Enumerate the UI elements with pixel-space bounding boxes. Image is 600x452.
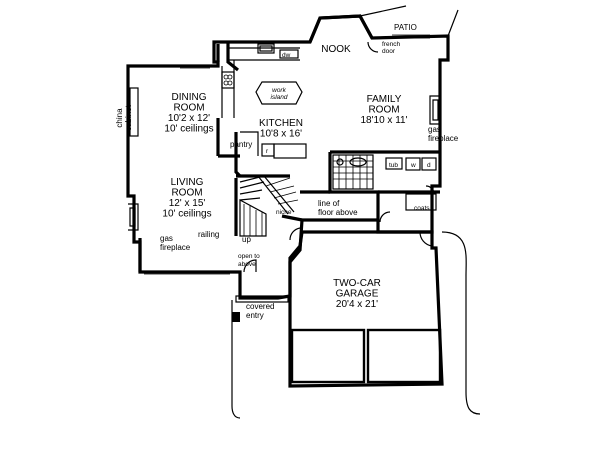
label-patio: PATIO [394, 23, 417, 32]
label-railing: railing [198, 230, 219, 239]
work-island [255, 81, 303, 105]
label-coats: coats [414, 205, 430, 212]
label-work-island-line-2: island [271, 94, 288, 101]
stairs [239, 175, 299, 237]
label-family-room-line-2: ROOM [368, 105, 399, 116]
label-work-island-line-1: work [272, 87, 286, 94]
patio-outline [231, 5, 481, 419]
label-line-of-floor-above-line-1: line of [318, 199, 340, 208]
china-cabinet [129, 87, 139, 137]
label-gas-fireplace-left-line-2: fireplace [160, 243, 191, 252]
label-two-car-garage-line-1: TWO-CAR [333, 278, 381, 289]
label-open-to-above-line-1: open to [238, 253, 260, 260]
label-china-cabinet-line-2: cabinet [124, 104, 133, 131]
label-dining-room-line-4: 10' ceilings [164, 124, 213, 135]
label-pantry: pantry [230, 140, 252, 149]
label-up: up [242, 235, 251, 244]
label-dw: dw [282, 52, 291, 59]
label-open-to-above-line-2: above [238, 261, 256, 268]
label-dining-room-line-2: ROOM [173, 103, 204, 114]
label-french-door-line-2: door [382, 48, 396, 55]
fireplace-family-room [429, 95, 440, 125]
label-ref: r [266, 148, 269, 155]
label-dining-room-line-3: 10'2 x 12' [168, 113, 210, 124]
label-kitchen-line-1: KITCHEN [259, 118, 303, 129]
label-kitchen-line-2: 10'8 x 16' [260, 129, 302, 140]
label-family-room-line-1: FAMILY [367, 94, 402, 105]
label-living-room-line-4: 10' ceilings [162, 209, 211, 220]
bathroom [332, 154, 403, 190]
label-gas-fireplace-right-line-1: gas [428, 125, 441, 134]
label-tub: tub [389, 162, 398, 169]
laundry [405, 157, 437, 211]
label-gas-fireplace-right-line-2: fireplace [428, 134, 459, 143]
label-line-of-floor-above-line-2: floor above [318, 208, 358, 217]
label-family-room-line-3: 18'10 x 11' [360, 115, 407, 126]
exterior-walls [126, 14, 450, 388]
label-china-cabinet-line-1: china [115, 108, 124, 128]
label-nook: NOOK [321, 44, 351, 55]
label-niche: niche [276, 209, 292, 216]
label-living-room-line-2: ROOM [171, 188, 202, 199]
label-two-car-garage-line-2: GARAGE [336, 289, 379, 300]
label-living-room-line-3: 12' x 15' [169, 198, 206, 209]
covered-entry [232, 295, 289, 322]
label-washer: w [410, 162, 416, 169]
label-two-car-garage-line-3: 20'4 x 21' [336, 299, 378, 310]
label-gas-fireplace-left-line-1: gas [160, 234, 173, 243]
kitchen-cabinetry [221, 43, 307, 159]
fireplace-living-room [128, 203, 139, 231]
label-china-cabinet: chinacabinet [115, 104, 133, 131]
label-covered-entry-line-2: entry [246, 311, 264, 320]
label-french-door-line-1: french [382, 41, 400, 48]
label-dining-room-line-1: DINING [172, 92, 207, 103]
label-living-room-line-1: LIVING [171, 177, 204, 188]
label-dryer: d [427, 162, 431, 169]
label-covered-entry-line-1: covered [246, 302, 274, 311]
garage-doors [290, 328, 442, 384]
windows [128, 34, 442, 275]
doors [243, 41, 435, 273]
